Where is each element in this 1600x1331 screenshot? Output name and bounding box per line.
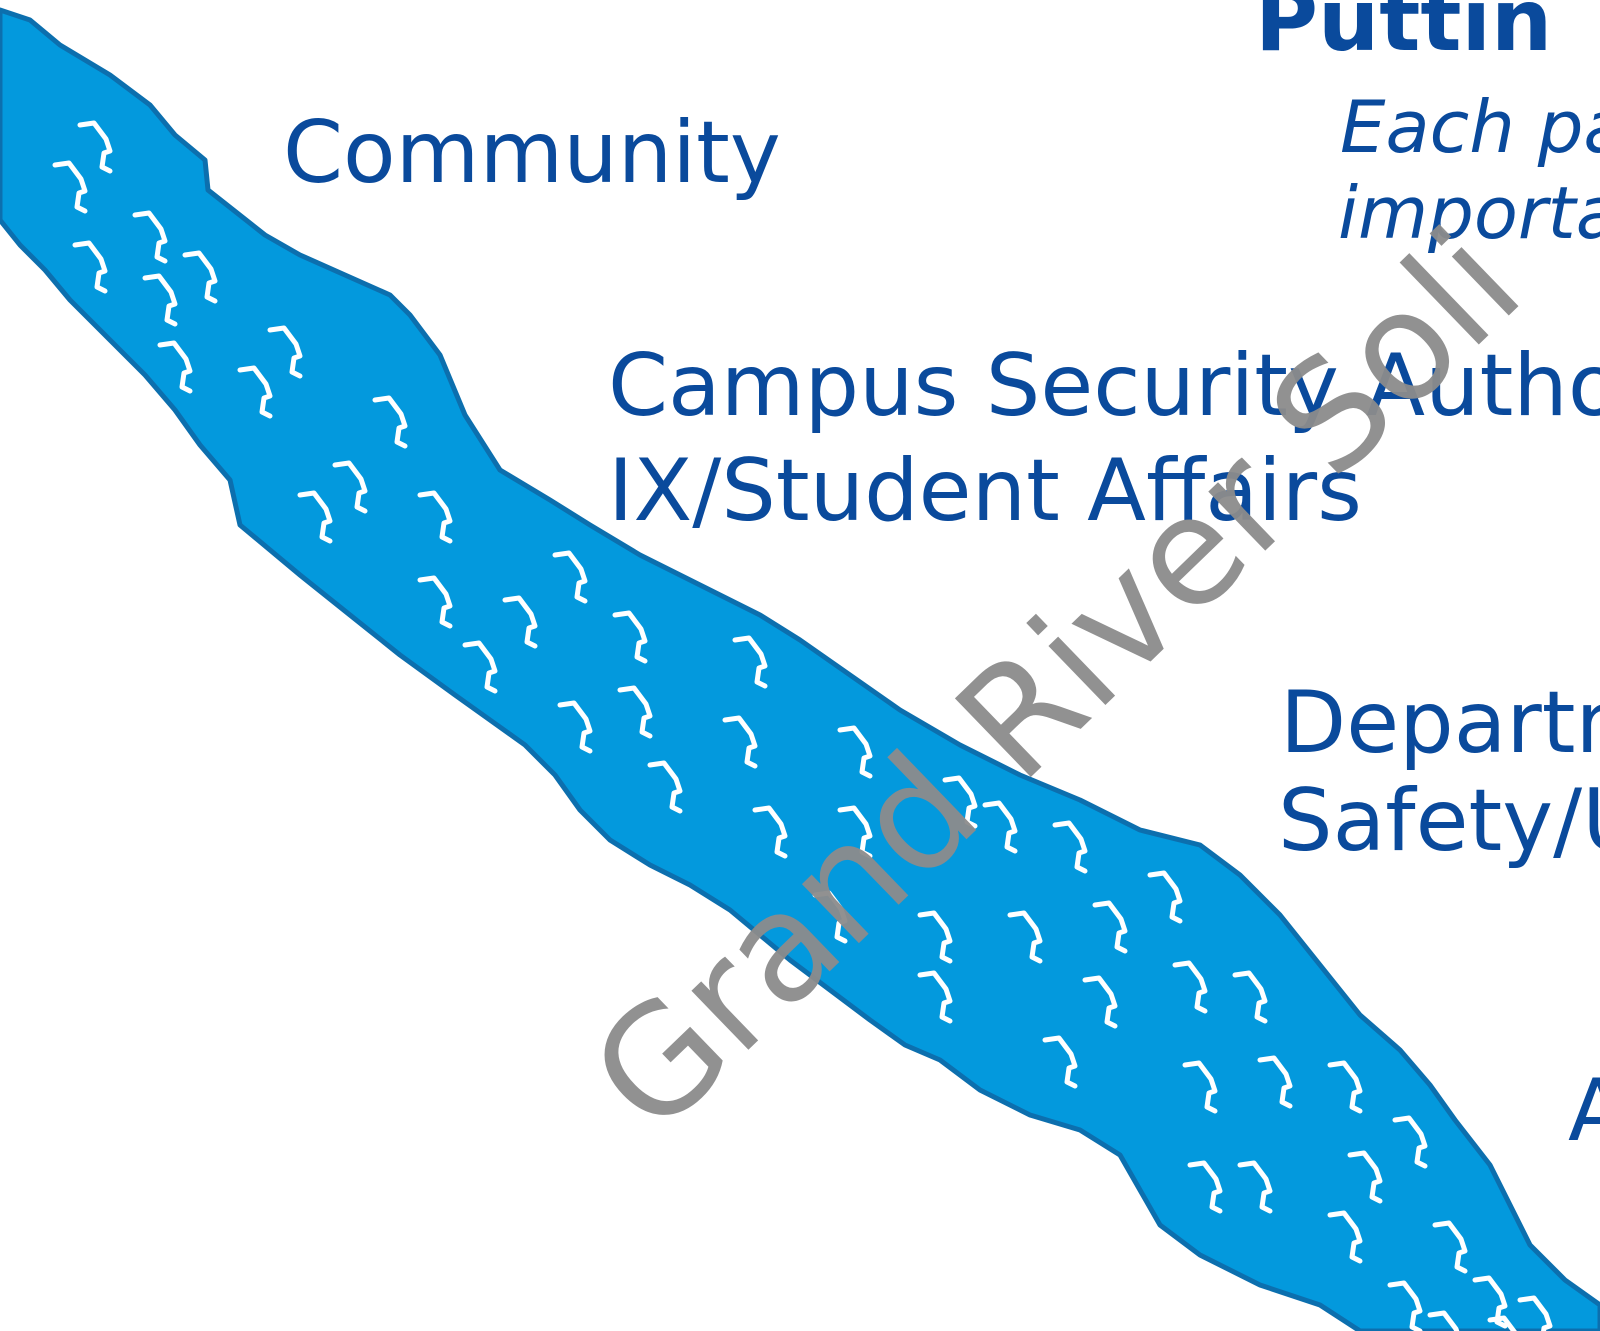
water-ripple-icon (1392, 1115, 1428, 1169)
water-ripple-icon (132, 210, 168, 264)
water-ripple-icon (1182, 1060, 1218, 1114)
water-ripple-icon (237, 365, 273, 419)
water-ripple-icon (157, 340, 193, 394)
water-ripple-icon (1387, 1280, 1423, 1331)
water-ripple-icon (297, 490, 333, 544)
river-illustration (0, 7, 1600, 1331)
water-ripple-icon (1172, 960, 1208, 1014)
water-ripple-icon (1092, 900, 1128, 954)
water-ripple-icon (1147, 870, 1183, 924)
water-ripple-icon (552, 550, 588, 604)
water-ripple-icon (942, 775, 978, 829)
water-ripple-icon (1327, 1060, 1363, 1114)
water-ripple-icon (752, 805, 788, 859)
water-ripple-icon (1237, 1160, 1273, 1214)
water-ripple-icon (142, 273, 178, 327)
water-ripple-icon (52, 160, 88, 214)
water-ripple-icon (182, 250, 218, 304)
node-department-line-1: Departm (1280, 673, 1600, 773)
water-ripple-icon (1432, 1220, 1468, 1274)
water-ripple-icon (1052, 820, 1088, 874)
node-campus-security-line-1: Campus Security Autho (608, 336, 1600, 436)
water-ripple-icon (462, 640, 498, 694)
node-community: Community (283, 103, 781, 203)
water-ripple-icon (1007, 910, 1043, 964)
water-ripple-icon (1487, 1315, 1517, 1331)
water-ripples (52, 120, 1553, 1331)
water-ripple-icon (917, 970, 953, 1024)
water-ripple-icon (722, 715, 758, 769)
water-ripple-icon (612, 610, 648, 664)
water-ripple-icon (1042, 1035, 1078, 1089)
water-ripple-icon (1517, 1295, 1553, 1331)
node-campus-security-line-2: IX/Student Affairs (608, 441, 1362, 541)
water-ripple-icon (732, 635, 768, 689)
page-title: Puttin (1255, 0, 1552, 71)
water-ripple-icon (837, 725, 873, 779)
subtitle-line-2: importa (1338, 171, 1600, 255)
water-ripple-icon (372, 395, 408, 449)
water-ripple-icon (417, 575, 453, 629)
node-bottom-partial: A (1568, 1061, 1600, 1161)
water-ripple-icon (332, 460, 368, 514)
water-ripple-icon (647, 760, 683, 814)
water-ripple-icon (1327, 1210, 1363, 1264)
water-ripple-icon (267, 325, 303, 379)
water-ripple-icon (1347, 1150, 1383, 1204)
water-ripple-icon (1232, 970, 1268, 1024)
node-department-line-2: Safety/U (1278, 771, 1600, 871)
water-ripple-icon (1472, 1275, 1508, 1329)
water-ripple-icon (417, 490, 453, 544)
water-ripple-icon (917, 910, 953, 964)
water-ripple-icon (1187, 1160, 1223, 1214)
water-ripple-icon (72, 240, 108, 294)
water-ripple-icon (837, 805, 873, 859)
water-ripple-icon (982, 800, 1018, 854)
water-ripple-icon (617, 685, 653, 739)
water-ripple-icon (812, 890, 848, 944)
water-ripple-icon (557, 700, 593, 754)
water-ripple-icon (77, 120, 113, 174)
water-ripple-icon (1427, 1310, 1460, 1331)
water-ripple-icon (502, 595, 538, 649)
subtitle-line-1: Each pa (1340, 85, 1600, 169)
water-ripple-icon (1257, 1055, 1293, 1109)
water-ripple-icon (1082, 975, 1118, 1029)
